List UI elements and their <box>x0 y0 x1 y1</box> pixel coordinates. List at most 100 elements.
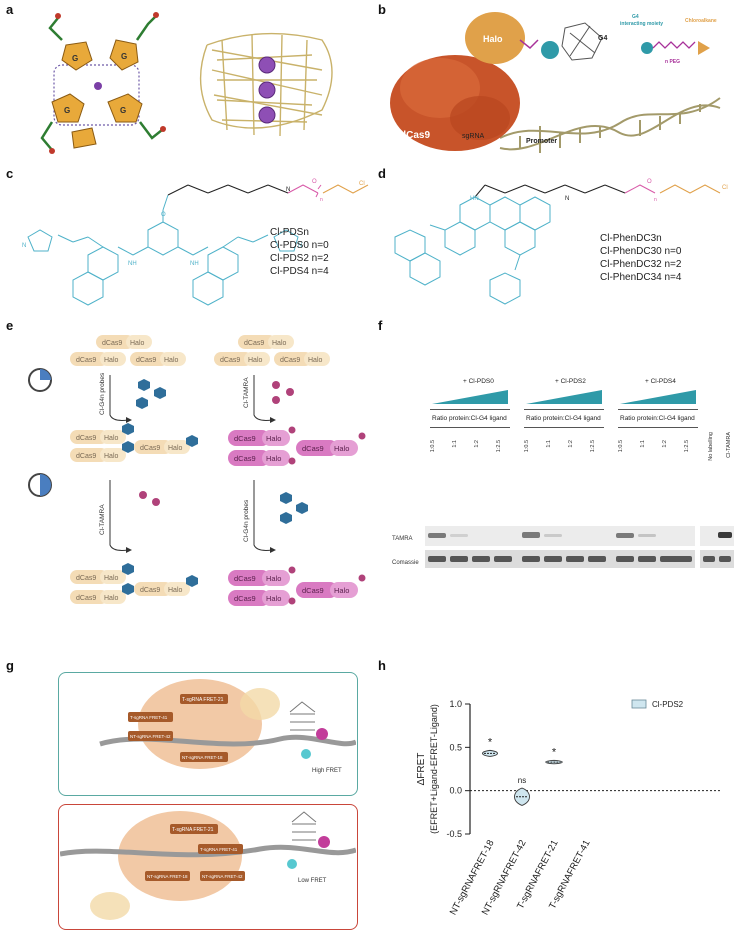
legend-label: Cl-PDS2 <box>652 700 684 709</box>
g4-label: G4 <box>598 35 607 42</box>
dcas9-label: dCas9 <box>76 453 96 460</box>
y-axis-label: ΔFRET <box>416 753 427 786</box>
fret-readout: Low FRET <box>298 878 327 884</box>
dcas9-complex <box>138 679 262 769</box>
group-label: + Cl-PDS0 <box>463 378 494 385</box>
dcas9-label: dCas9 <box>76 357 96 364</box>
lane-label: 1:1 <box>452 440 458 448</box>
panel-c-structure: O N O n Cl NH NH N N <box>22 179 369 306</box>
panel-letter-h: h <box>378 658 386 673</box>
sgrna-label: NT-sgRNA FRET-42 <box>202 874 243 879</box>
lane-label: 1:2 <box>568 440 574 448</box>
halo-label: Halo <box>104 453 119 460</box>
dcas9-label: dCas9 <box>76 575 96 582</box>
lane-label: 1:2 <box>474 440 480 448</box>
halo-protein <box>465 12 525 64</box>
lane-label: Cl-TAMRA <box>726 432 732 458</box>
atom-label: N <box>565 196 569 202</box>
dcas9-label: dCas9 <box>140 445 160 452</box>
dcas9-label: dCas9 <box>234 434 256 443</box>
compound-name: Cl-PhenDC3n <box>600 233 662 244</box>
compound-name: Cl-PhenDC32 n=2 <box>600 259 682 270</box>
concentration-wedge <box>620 390 696 404</box>
ratio-label: Ratio protein:Cl-G4 ligand <box>526 415 601 422</box>
potassium-ion-icon <box>94 82 102 90</box>
halo-label: Halo <box>272 340 287 347</box>
dcas9-label: dCas9 <box>102 340 122 347</box>
significance-label: * <box>488 736 493 748</box>
panel-letter-c: c <box>6 166 14 181</box>
halo-label: Halo <box>334 586 349 595</box>
panel-g-scheme: T-sgRNA FRET-21 T-sgRNA FRET-41 NT-sgRNA… <box>60 679 356 920</box>
gel-row-label: Comassie <box>392 560 419 566</box>
lane-label: 1:2.5 <box>496 440 502 453</box>
panel-d-compound-list: Cl-PhenDC3n Cl-PhenDC30 n=0 Cl-PhenDC32 … <box>600 232 681 284</box>
panel-f-gel-header: + Cl-PDS0 + Cl-PDS2 + Cl-PDS4 Ratio prot… <box>430 378 735 488</box>
atom-label: n <box>654 197 657 203</box>
g4-stack-structure <box>199 32 333 137</box>
halo-label: Halo <box>266 454 281 463</box>
base-label: G <box>120 106 126 115</box>
promoter-dna <box>499 97 721 153</box>
halo-label: Halo <box>104 595 119 602</box>
compound-name: Cl-PhenDC30 n=0 <box>600 246 682 257</box>
tamra-band <box>428 532 732 538</box>
tamra-dye-icon <box>139 381 294 506</box>
atom-label: NH <box>128 261 137 267</box>
panel-a-figure: G G G G <box>40 12 333 154</box>
halo-label: Halo <box>104 435 119 442</box>
group-label: + Cl-PDS4 <box>645 378 676 385</box>
donor-dye-icon <box>301 749 311 759</box>
g-quartet: G G G G <box>40 12 166 154</box>
halo-label: Halo <box>168 445 183 452</box>
g4-ligand-icon <box>541 41 559 59</box>
panel-letter-f: f <box>378 318 383 333</box>
panel-f-lane-labels: 1:0.5 1:1 1:2 1:2.5 1:0.5 1:1 1:2 1:2.5 … <box>430 432 740 522</box>
dcas9-label: dCas9 <box>280 357 300 364</box>
g4-ligand-icon <box>122 379 198 595</box>
dcas9-label: dCas9 <box>140 587 160 594</box>
atom-label: O <box>161 212 166 218</box>
y-tick-label: 0.0 <box>449 786 462 796</box>
lane-label: 1:0.5 <box>618 440 624 453</box>
step-label: Cl-TAMRA <box>243 377 250 408</box>
lane-label: 1:2.5 <box>684 440 690 453</box>
sgrna-label: NT-sgRNA FRET-18 <box>182 755 223 760</box>
atom-label: O <box>312 179 317 185</box>
g4-structure-icon <box>561 22 603 61</box>
significance-label: ns <box>518 776 526 785</box>
dcas9-protein <box>390 55 520 151</box>
halo-label: Halo <box>104 575 119 582</box>
atom-label: N <box>286 187 290 193</box>
lane-label: 1:2 <box>662 440 668 448</box>
sgrna-label: T-sgRNA FRET-41 <box>130 715 168 720</box>
atom-label: HN <box>470 196 479 202</box>
panel-d-structure: HN N O n Cl <box>394 179 728 305</box>
dcas9-label: dCas9 <box>76 435 96 442</box>
halo-label: Halo <box>266 574 281 583</box>
lane-label: 1:1 <box>546 440 552 448</box>
atom-label: NH <box>190 261 199 267</box>
ratio-label: Ratio protein:Cl-G4 ligand <box>432 415 507 422</box>
panel-h-violin-chart: 1.00.50.0-0.5 *ns* NT-sgRNAFRET-18NT-sgR… <box>416 699 722 917</box>
legend-peg: n PEG <box>665 59 680 65</box>
compound-name: Cl-PDS0 n=0 <box>270 240 329 251</box>
legend-g4-line2: interacting moiety <box>620 21 663 27</box>
lane-label: 1:1 <box>640 440 646 448</box>
halo-label: Halo <box>266 434 281 443</box>
acceptor-dye-icon <box>316 728 328 740</box>
clock-icon <box>28 473 52 497</box>
dcas9-label: dCas9 <box>234 454 256 463</box>
sgrna-label: T-sgRNA FRET-21 <box>172 827 214 833</box>
atom-label: N <box>298 243 302 249</box>
lane-label: 1:0.5 <box>524 440 530 453</box>
panel-letter-d: d <box>378 166 386 181</box>
concentration-wedge <box>432 390 508 404</box>
panel-c-compound-list: Cl-PDSn Cl-PDS0 n=0 Cl-PDS2 n=2 Cl-PDS4 … <box>270 226 329 278</box>
legend-g4-line1: G4 <box>632 14 639 20</box>
halo-label: Halo <box>168 587 183 594</box>
ratio-label: Ratio protein:Cl-G4 ligand <box>620 415 695 422</box>
step-label: Cl-TAMRA <box>99 504 106 535</box>
lane-label: 1:2.5 <box>590 440 596 453</box>
